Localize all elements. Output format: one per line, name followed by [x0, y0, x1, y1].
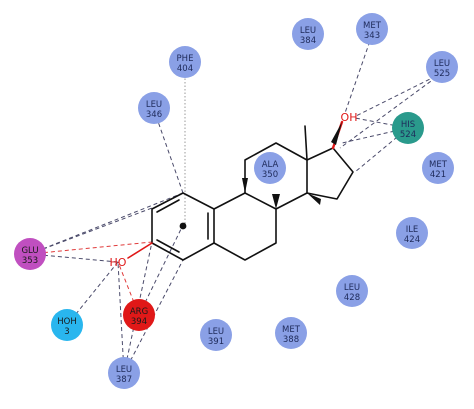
residue-nodes: PHE404LEU384MET343LEU525LEU346HIS524ALA3… [14, 13, 458, 389]
c3-oh-bond [127, 242, 153, 259]
residue-circle [292, 18, 324, 50]
residue-name: HOH [57, 317, 76, 327]
residue-name: LEU [300, 26, 316, 36]
estradiol-structure [127, 120, 354, 261]
methyl-bond [304, 125, 308, 161]
interaction-his524-c [354, 127, 409, 173]
residue-number: 525 [434, 69, 450, 79]
residue-circle [138, 92, 170, 124]
residue-number: 346 [146, 110, 162, 120]
residue-circle [169, 46, 201, 78]
residue-name: MET [429, 160, 448, 170]
wedge-c8 [272, 194, 280, 209]
residue-circle [200, 319, 232, 351]
residue-name: LEU [208, 327, 224, 337]
residue-name: GLU [21, 246, 38, 256]
interaction-glu353-d [29, 241, 153, 255]
residue-number: 524 [400, 130, 416, 140]
residue-number: 384 [300, 36, 316, 46]
interaction-glu353-a [29, 207, 153, 255]
interaction-glu353-b [29, 192, 184, 255]
residue-circle [426, 51, 458, 83]
residue-number: 421 [430, 170, 446, 180]
residue-name: PHE [177, 54, 194, 64]
residue-name: LEU [344, 283, 360, 293]
ring-b [213, 192, 277, 261]
interaction-arg394-b [138, 224, 184, 316]
residue-name: ILE [406, 225, 419, 235]
residue-circle [275, 317, 307, 349]
residue-name: ARG [130, 307, 148, 317]
residue-circle [51, 309, 83, 341]
residue-number: 394 [131, 317, 147, 327]
residue-circle [108, 357, 140, 389]
interaction-leu525-b [339, 72, 443, 149]
residue-name: LEU [146, 100, 162, 110]
residue-number: 391 [208, 337, 224, 347]
ring-d [306, 147, 354, 200]
residue-circle [123, 299, 155, 331]
residue-number: 3 [64, 327, 69, 337]
residue-number: 343 [364, 31, 380, 41]
residue-circle [336, 275, 368, 307]
residue-name: MET [363, 21, 382, 31]
wedge-c9 [242, 178, 248, 193]
residue-number: 404 [177, 64, 193, 74]
interaction-met343 [344, 34, 373, 114]
interaction-leu387-a [117, 261, 125, 374]
residue-circle [392, 112, 424, 144]
ring-a-double-c [156, 239, 180, 253]
residue-number: 350 [262, 170, 278, 180]
residue-number: 424 [404, 235, 420, 245]
residue-number: 428 [344, 293, 360, 303]
residue-name: MET [282, 325, 301, 335]
stereo-bonds [179, 122, 342, 230]
residue-name: LEU [116, 365, 132, 375]
residue-circle [396, 217, 428, 249]
ring-a-double-a [156, 199, 180, 213]
residue-circle [422, 152, 454, 184]
ring-c [244, 142, 308, 210]
ho-label-left: HO [110, 256, 127, 269]
interaction-leu346 [153, 109, 184, 194]
residue-circle [14, 238, 46, 270]
residue-name: HIS [401, 120, 415, 130]
interaction-leu525-a [353, 72, 443, 118]
wedge-c14 [307, 193, 321, 205]
residue-number: 353 [22, 256, 38, 266]
residue-circle [254, 152, 286, 184]
residue-number: 387 [116, 375, 132, 385]
interaction-lines [29, 34, 443, 374]
residue-name: ALA [262, 160, 279, 170]
interaction-his524-b [341, 127, 409, 144]
residue-number: 388 [283, 335, 299, 345]
oh-label-top: OH [341, 111, 358, 124]
wedge-c17 [331, 122, 342, 145]
aromatic-centroid [179, 222, 187, 230]
residue-circle [356, 13, 388, 45]
residue-name: LEU [434, 59, 450, 69]
